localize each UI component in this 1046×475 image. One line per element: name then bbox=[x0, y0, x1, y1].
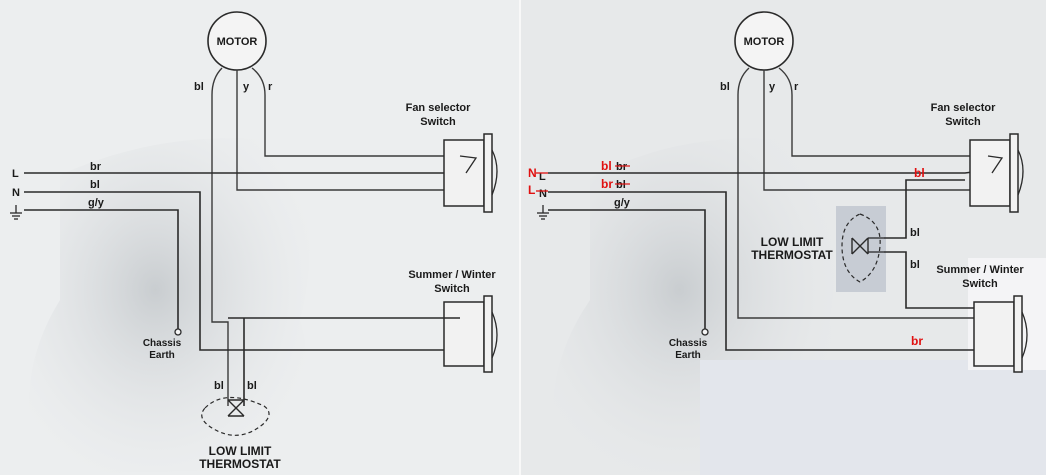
earth-icon-2 bbox=[537, 205, 549, 220]
chassis-terminal-2 bbox=[701, 328, 709, 336]
thermo-wire-b-2: bl bbox=[910, 259, 920, 271]
wire-r-motor bbox=[251, 67, 460, 157]
summer-switch-label-2a: Summer / Winter bbox=[936, 264, 1024, 276]
shadow bbox=[28, 138, 310, 475]
motor-wire-r: r bbox=[268, 81, 273, 93]
paste-patch-bottom bbox=[700, 360, 1046, 475]
wire-y-motor-2 bbox=[763, 70, 988, 191]
chassis-label-1: Chassis bbox=[143, 338, 182, 349]
supply-N-label-2: N bbox=[539, 188, 547, 200]
summer-switch-label-2b: Switch bbox=[962, 278, 998, 290]
supply-L-label: L bbox=[12, 168, 19, 180]
summer-br-new-label: br bbox=[911, 334, 923, 348]
wire-L-new bbox=[548, 191, 978, 351]
fan-selector-switch-2 bbox=[969, 133, 1024, 213]
wire-bl-label: bl bbox=[90, 179, 100, 191]
summer-switch-label-2: Switch bbox=[434, 283, 470, 295]
motor-wire-bl-2: bl bbox=[720, 81, 730, 93]
wire-gy-label-2: g/y bbox=[614, 197, 631, 209]
wire-earth-gy-2 bbox=[548, 209, 706, 330]
fan-selector-switch bbox=[443, 133, 498, 213]
thermo-wire-a-2: bl bbox=[910, 227, 920, 239]
wire-N-bl bbox=[24, 191, 460, 351]
wire-r-motor-2 bbox=[778, 67, 988, 157]
supply-L-new: L bbox=[528, 183, 535, 197]
wire-br-label: br bbox=[90, 161, 102, 173]
earth-icon bbox=[10, 205, 22, 220]
original-diagram: MOTOR bl y r L N br bl g/y Chassis Earth… bbox=[0, 0, 520, 475]
wire-bl-motor-2 bbox=[737, 67, 978, 319]
thermostat-label-2a: LOW LIMIT bbox=[761, 235, 824, 249]
low-limit-thermostat bbox=[201, 396, 270, 436]
motor-wire-y-2: y bbox=[769, 81, 776, 93]
modified-diagram: MOTOR bl y r N L L N bl br br bl g/y Cha… bbox=[521, 0, 1046, 475]
motor-wire-bl: bl bbox=[194, 81, 204, 93]
motor-label-2: MOTOR bbox=[744, 36, 785, 48]
wire-fan-thermo bbox=[884, 179, 965, 239]
wire-earth-gy bbox=[24, 209, 179, 330]
wire-bl-motor bbox=[211, 67, 229, 406]
wire-y-motor bbox=[236, 70, 460, 191]
summer-winter-switch-2 bbox=[973, 295, 1028, 373]
summer-winter-switch bbox=[443, 295, 498, 373]
motor-label: MOTOR bbox=[217, 36, 258, 48]
fan-switch-label-2: Switch bbox=[420, 116, 456, 128]
fan-switch-label-2a: Fan selector bbox=[931, 102, 997, 114]
thermostat-label-2: THERMOSTAT bbox=[199, 457, 281, 471]
wire-gy-label: g/y bbox=[88, 197, 105, 209]
wire-bl-label-2: bl bbox=[616, 179, 626, 191]
low-limit-thermostat-2 bbox=[841, 213, 884, 283]
supply-N-new: N bbox=[528, 166, 537, 180]
paste-patch-thermostat bbox=[836, 206, 886, 292]
thermostat-label-2b: THERMOSTAT bbox=[751, 248, 833, 262]
chassis-label-2: Earth bbox=[149, 350, 175, 361]
wire-thermo-summer-2 bbox=[884, 251, 978, 309]
wire-br-new-label: br bbox=[601, 177, 613, 191]
supply-L-label-2: L bbox=[539, 171, 546, 183]
fan-bl-new-label: bl bbox=[914, 166, 925, 180]
chassis-terminal bbox=[174, 328, 182, 336]
chassis-label-2a: Chassis bbox=[669, 338, 708, 349]
wire-br-label-2: br bbox=[616, 161, 628, 173]
chassis-label-2b: Earth bbox=[675, 350, 701, 361]
summer-switch-label-1: Summer / Winter bbox=[408, 269, 496, 281]
fan-switch-label-2b: Switch bbox=[945, 116, 981, 128]
fan-switch-label-1: Fan selector bbox=[406, 102, 472, 114]
thermo-wire-b: bl bbox=[247, 380, 257, 392]
thermostat-label-1: LOW LIMIT bbox=[209, 444, 272, 458]
supply-N-label: N bbox=[12, 187, 20, 199]
wire-bl-new-label: bl bbox=[601, 159, 612, 173]
motor-wire-y: y bbox=[243, 81, 250, 93]
motor-wire-r-2: r bbox=[794, 81, 799, 93]
thermo-wire-a: bl bbox=[214, 380, 224, 392]
